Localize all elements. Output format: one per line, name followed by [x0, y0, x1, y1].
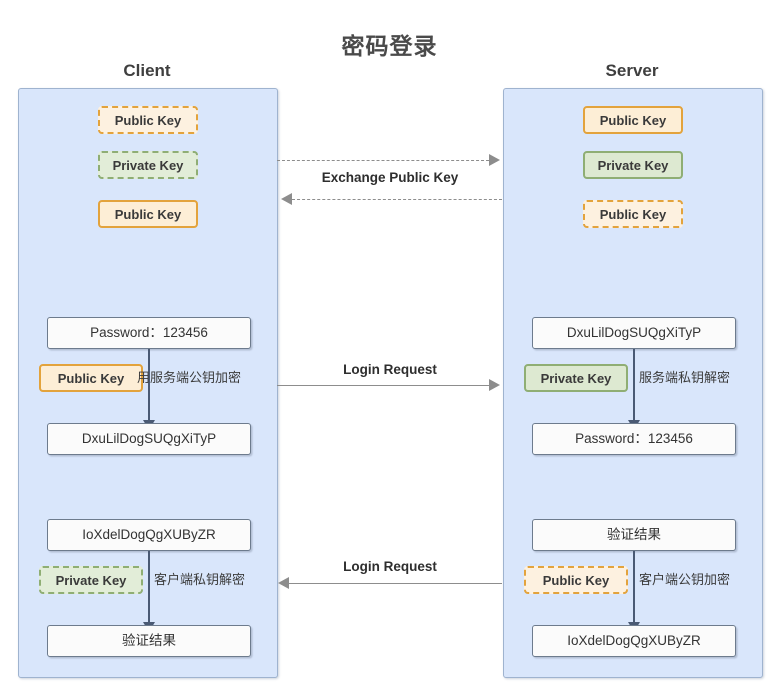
client-ciphertext-box: DxuLilDogSUQgXiTyP: [47, 423, 251, 455]
client-key-public-dashed: Public Key: [98, 106, 198, 134]
exchange-arrow-to-server-line: [277, 160, 489, 161]
exchange-arrow-to-server-head: [489, 154, 500, 166]
client-decrypt-key-chip: Private Key: [39, 566, 143, 594]
client-result-box: 验证结果: [47, 625, 251, 657]
server-password-box: Password：123456: [532, 423, 736, 455]
login-request-arrow-1-line: [277, 385, 489, 386]
server-result-box: 验证结果: [532, 519, 736, 551]
client-encrypt-key-chip: Public Key: [39, 364, 143, 392]
server-key-public-solid: Public Key: [583, 106, 683, 134]
client-password-box: Password：123456: [47, 317, 251, 349]
client-response-cipher-box: IoXdelDogQgXUByZR: [47, 519, 251, 551]
server-key-private-solid: Private Key: [583, 151, 683, 179]
server-decrypt-note: 服务端私钥解密: [639, 370, 731, 385]
server-encrypt-key-chip: Public Key: [524, 566, 628, 594]
server-response-cipher-box: IoXdelDogQgXUByZR: [532, 625, 736, 657]
server-column-heading: Server: [605, 61, 659, 80]
client-decrypt-arrow: [143, 551, 155, 632]
server-decrypt-key-chip: Private Key: [524, 364, 628, 392]
server-key-public-dashed: Public Key: [583, 200, 683, 228]
server-panel: Public Key Private Key Public Key DxuLil…: [503, 88, 763, 678]
client-key-public-solid: Public Key: [98, 200, 198, 228]
page-title: 密码登录: [341, 33, 438, 59]
exchange-arrow-to-client-line: [292, 199, 502, 200]
exchange-public-key-label: Exchange Public Key: [321, 170, 459, 185]
login-request-arrow-1-head: [489, 379, 500, 391]
client-encrypt-note: 用服务端公钥加密: [137, 370, 242, 385]
server-encrypt-note: 客户端公钥加密: [639, 572, 731, 587]
login-request-label-2: Login Request: [343, 559, 437, 574]
client-panel: Public Key Private Key Public Key Passwo…: [18, 88, 278, 678]
exchange-arrow-to-client-head: [281, 193, 292, 205]
client-decrypt-note: 客户端私钥解密: [154, 572, 246, 587]
client-key-private-dashed: Private Key: [98, 151, 198, 179]
server-encrypt-arrow: [628, 551, 640, 632]
server-decrypt-arrow: [628, 349, 640, 430]
client-column-heading: Client: [123, 61, 171, 80]
login-request-arrow-2-line: [289, 583, 502, 584]
login-request-label-1: Login Request: [343, 362, 437, 377]
login-request-arrow-2-head: [278, 577, 289, 589]
server-ciphertext-box: DxuLilDogSUQgXiTyP: [532, 317, 736, 349]
